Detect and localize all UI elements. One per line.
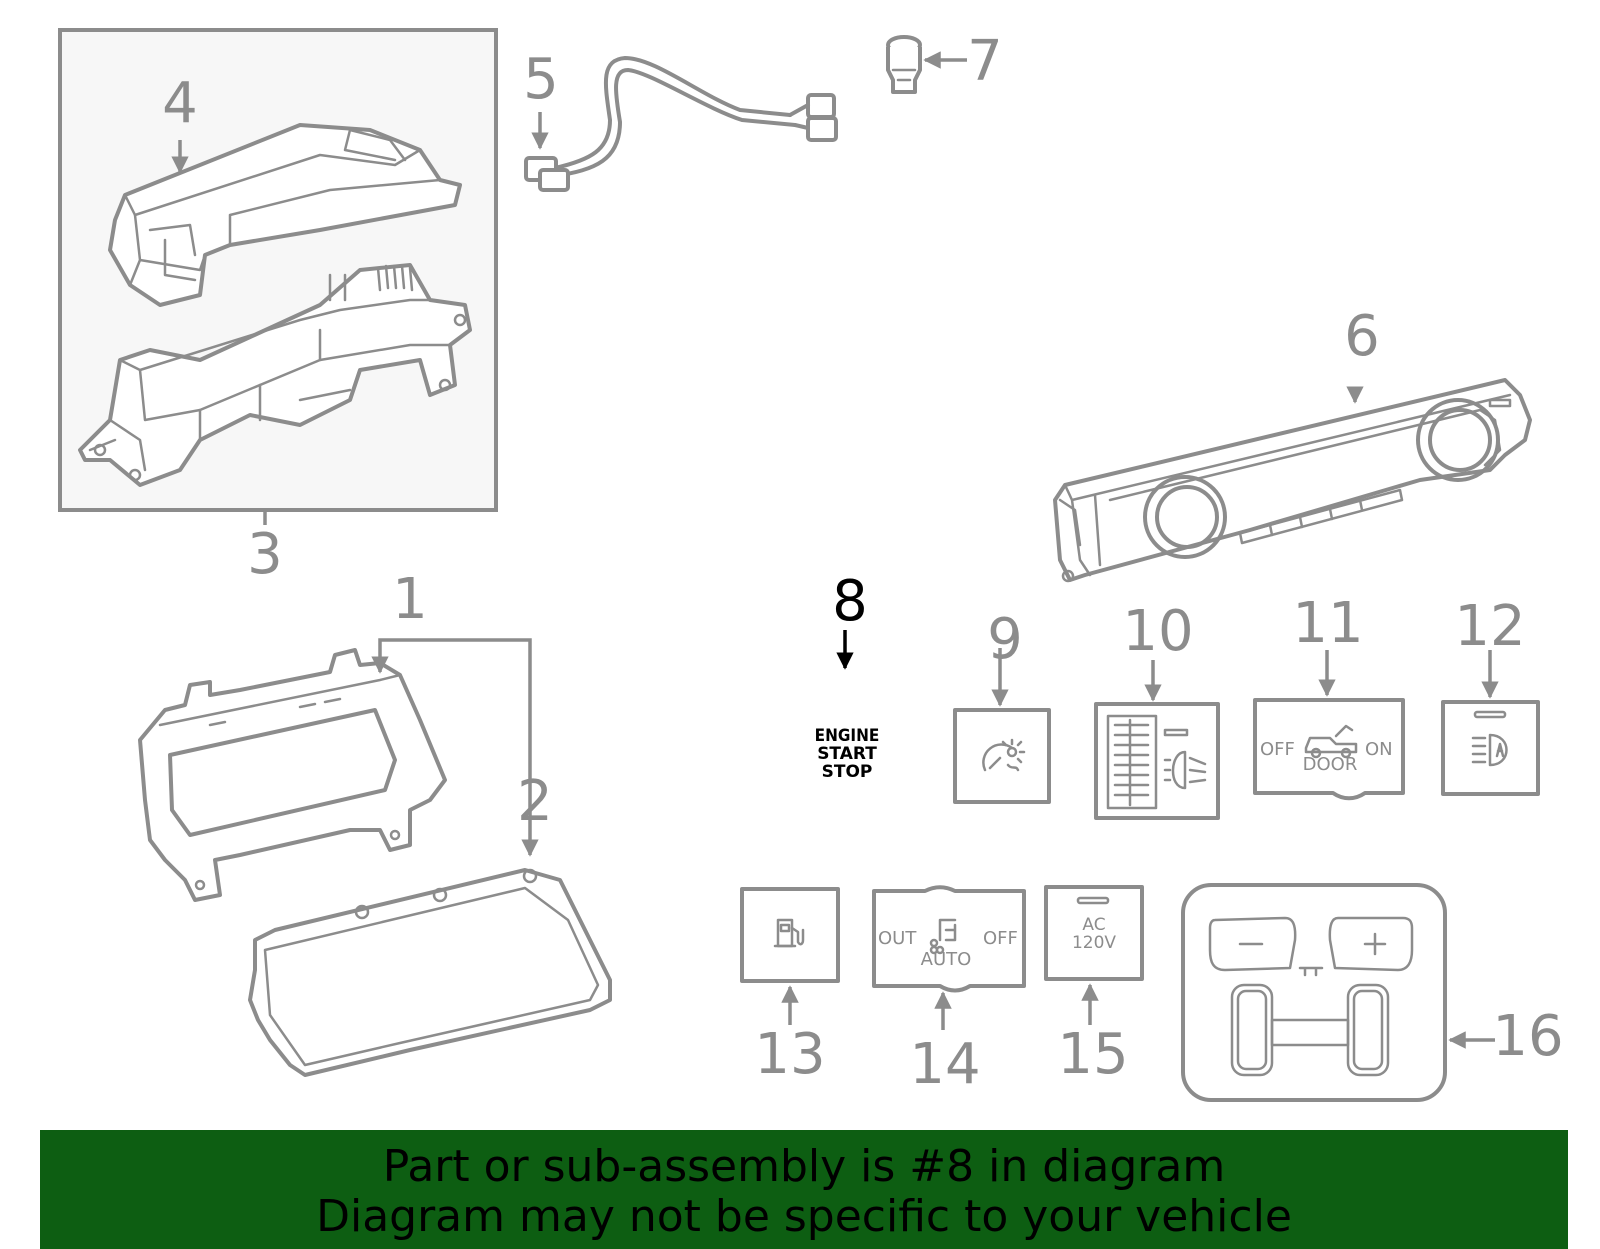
part-12-switch	[1441, 650, 1540, 796]
part-11-door-label: DOOR	[1303, 754, 1358, 775]
part-8-line2: START	[817, 744, 877, 764]
part-15-ac-label: AC	[1082, 915, 1105, 935]
part-3-assembly	[58, 28, 498, 525]
callout-9: 9	[987, 607, 1023, 672]
part-14-out-label: OUT	[878, 928, 917, 949]
truck-door-icon	[1304, 724, 1358, 759]
part-15-volt-label: 120V	[1072, 933, 1116, 953]
dash-light-icon	[982, 738, 1026, 772]
part-11-on-label: ON	[1365, 739, 1393, 760]
callout-13: 13	[754, 1022, 825, 1087]
part-15-ac-switch: AC 120V	[1044, 885, 1144, 1025]
part-16-control-panel	[1181, 883, 1495, 1102]
callout-16: 16	[1492, 1004, 1563, 1069]
callout-15: 15	[1057, 1022, 1128, 1087]
banner-line-2: Diagram may not be specific to your vehi…	[316, 1191, 1292, 1242]
banner-line-1: Part or sub-assembly is #8 in diagram	[382, 1141, 1226, 1192]
callout-2: 2	[517, 769, 553, 834]
callout-8: 8	[832, 569, 868, 634]
fuel-pump-icon	[773, 918, 805, 948]
callout-1: 1	[392, 567, 428, 632]
part-4-cover	[108, 123, 462, 307]
part-16-body	[1181, 883, 1447, 1102]
part-13-body	[740, 887, 840, 983]
callout-14: 14	[909, 1032, 980, 1097]
part-6-climate-panel	[1053, 378, 1532, 583]
part-11-door-switch: OFF ON DOOR	[1253, 650, 1405, 801]
part-2-lens	[248, 868, 612, 1077]
part-14-off-label: OFF	[983, 928, 1018, 949]
part-8-line1: ENGINE	[815, 726, 880, 746]
part-10-switch	[1094, 660, 1220, 820]
part-8-line3: STOP	[822, 762, 873, 782]
minus-button-outline	[1208, 916, 1297, 972]
callout-6: 6	[1344, 304, 1380, 369]
part-9-body	[953, 708, 1051, 804]
part-13-fuel-switch	[740, 887, 840, 1025]
plus-icon	[1363, 932, 1387, 956]
auto-icon	[929, 918, 957, 955]
part-1-cluster	[138, 638, 539, 902]
callout-7: 7	[967, 29, 1003, 94]
part-14-auto-switch: OUT OFF AUTO	[872, 885, 1026, 1030]
callout-11: 11	[1292, 591, 1363, 656]
auto-headlight-icon	[1471, 733, 1508, 767]
part-7-clip	[886, 35, 967, 94]
callout-10: 10	[1122, 599, 1193, 664]
callout-3: 3	[247, 522, 283, 587]
part-5-harness	[524, 56, 838, 192]
part-9-switch	[953, 648, 1051, 804]
part-11-off-label: OFF	[1260, 739, 1295, 760]
headlight-level-icon	[1163, 750, 1207, 790]
part-8-engine-start-button: ENGINE START STOP	[815, 630, 880, 782]
trailer-icon	[1298, 966, 1324, 977]
info-banner: Part or sub-assembly is #8 in diagram Di…	[40, 1130, 1568, 1249]
part-14-auto-label: AUTO	[921, 949, 972, 970]
part-3-module	[78, 263, 472, 487]
callouts: 1 2 3 4 5 6 7 8 9 10 11 12 13 14 15 16	[162, 29, 1563, 1097]
callout-5: 5	[523, 47, 559, 112]
plus-button-outline	[1328, 916, 1414, 972]
callout-4: 4	[162, 71, 198, 136]
callout-12: 12	[1454, 594, 1525, 659]
